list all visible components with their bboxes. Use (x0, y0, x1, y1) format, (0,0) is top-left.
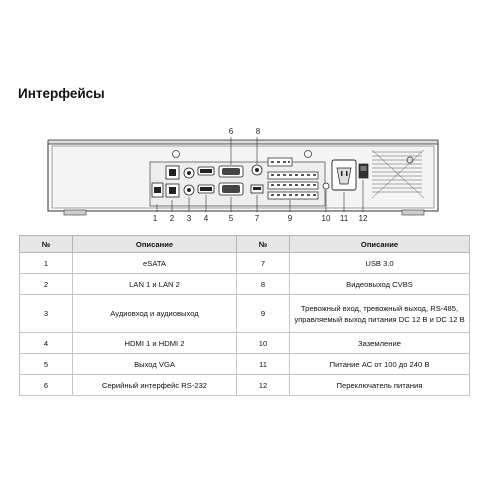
header-description: Описание (289, 235, 470, 253)
cell-description: HDMI 1 и HDMI 2 (72, 332, 237, 354)
cell-number: 10 (236, 332, 290, 354)
cell-number: 11 (236, 353, 290, 375)
lan-ports (165, 165, 180, 198)
callout-lines (156, 137, 364, 212)
cell-number: 4 (19, 332, 73, 354)
cell-number: 7 (236, 252, 290, 274)
callout-1: 1 (153, 214, 158, 223)
cell-number: 2 (19, 273, 73, 295)
callout-3: 3 (187, 214, 192, 223)
callout-7: 7 (255, 214, 260, 223)
cell-number: 5 (19, 353, 73, 375)
cell-description: Заземление (289, 332, 470, 354)
power-inlet (331, 159, 357, 191)
cell-number: 8 (236, 273, 290, 295)
fan-grille (371, 149, 425, 199)
callout-10: 10 (322, 214, 331, 223)
cell-number: 6 (19, 374, 73, 396)
table-row: 2 LAN 1 и LAN 2 8 Видеовыход CVBS (19, 273, 470, 295)
cell-description: Тревожный вход, тревожный выход, RS-485,… (289, 294, 470, 333)
callout-8: 8 (256, 127, 261, 136)
callout-4: 4 (204, 214, 209, 223)
cell-number: 12 (236, 374, 290, 396)
callout-11: 11 (340, 214, 349, 223)
cell-description: LAN 1 и LAN 2 (72, 273, 237, 295)
rs232-port (218, 165, 244, 178)
callout-2: 2 (170, 214, 175, 223)
table-row: 5 Выход VGA 11 Питание AC от 100 до 240 … (19, 353, 470, 375)
cell-number: 3 (19, 294, 73, 333)
hdmi-ports (197, 166, 215, 194)
power-switch (358, 163, 369, 179)
cell-description: Аудиовход и аудиовыход (72, 294, 237, 333)
cell-description: Выход VGA (72, 353, 237, 375)
callout-12: 12 (359, 214, 368, 223)
section-title: Интерфейсы (18, 86, 105, 101)
cell-description: Питание AC от 100 до 240 В (289, 353, 470, 375)
cell-description: Переключатель питания (289, 374, 470, 396)
cell-number: 9 (236, 294, 290, 333)
cell-description: eSATA (72, 252, 237, 274)
audio-ports (183, 167, 195, 196)
callout-6: 6 (229, 127, 234, 136)
interfaces-table: № Описание № Описание 1 eSATA 7 USB 3.0 … (19, 235, 470, 396)
header-number: № (19, 235, 73, 253)
cell-description: Видеовыход CVBS (289, 273, 470, 295)
callout-9: 9 (288, 214, 293, 223)
ground-screw (322, 182, 330, 190)
cvbs-port (251, 164, 263, 176)
table-row: 4 HDMI 1 и HDMI 2 10 Заземление (19, 332, 470, 354)
usb-port (250, 184, 264, 194)
alarm-terminal-blocks (267, 157, 319, 200)
callout-5: 5 (229, 214, 234, 223)
cell-description: Серийный интерфейс RS-232 (72, 374, 237, 396)
rear-panel-diagram: 1 2 3 4 5 6 7 8 9 10 11 12 (47, 127, 439, 223)
header-description: Описание (72, 235, 237, 253)
cell-description: USB 3.0 (289, 252, 470, 274)
table-header-row: № Описание № Описание (19, 235, 470, 253)
cell-number: 1 (19, 252, 73, 274)
table-row: 6 Серийный интерфейс RS-232 12 Переключа… (19, 374, 470, 396)
table-row: 3 Аудиовход и аудиовыход 9 Тревожный вхо… (19, 294, 470, 333)
vga-port (218, 182, 244, 196)
table-row: 1 eSATA 7 USB 3.0 (19, 252, 470, 274)
header-number: № (236, 235, 290, 253)
